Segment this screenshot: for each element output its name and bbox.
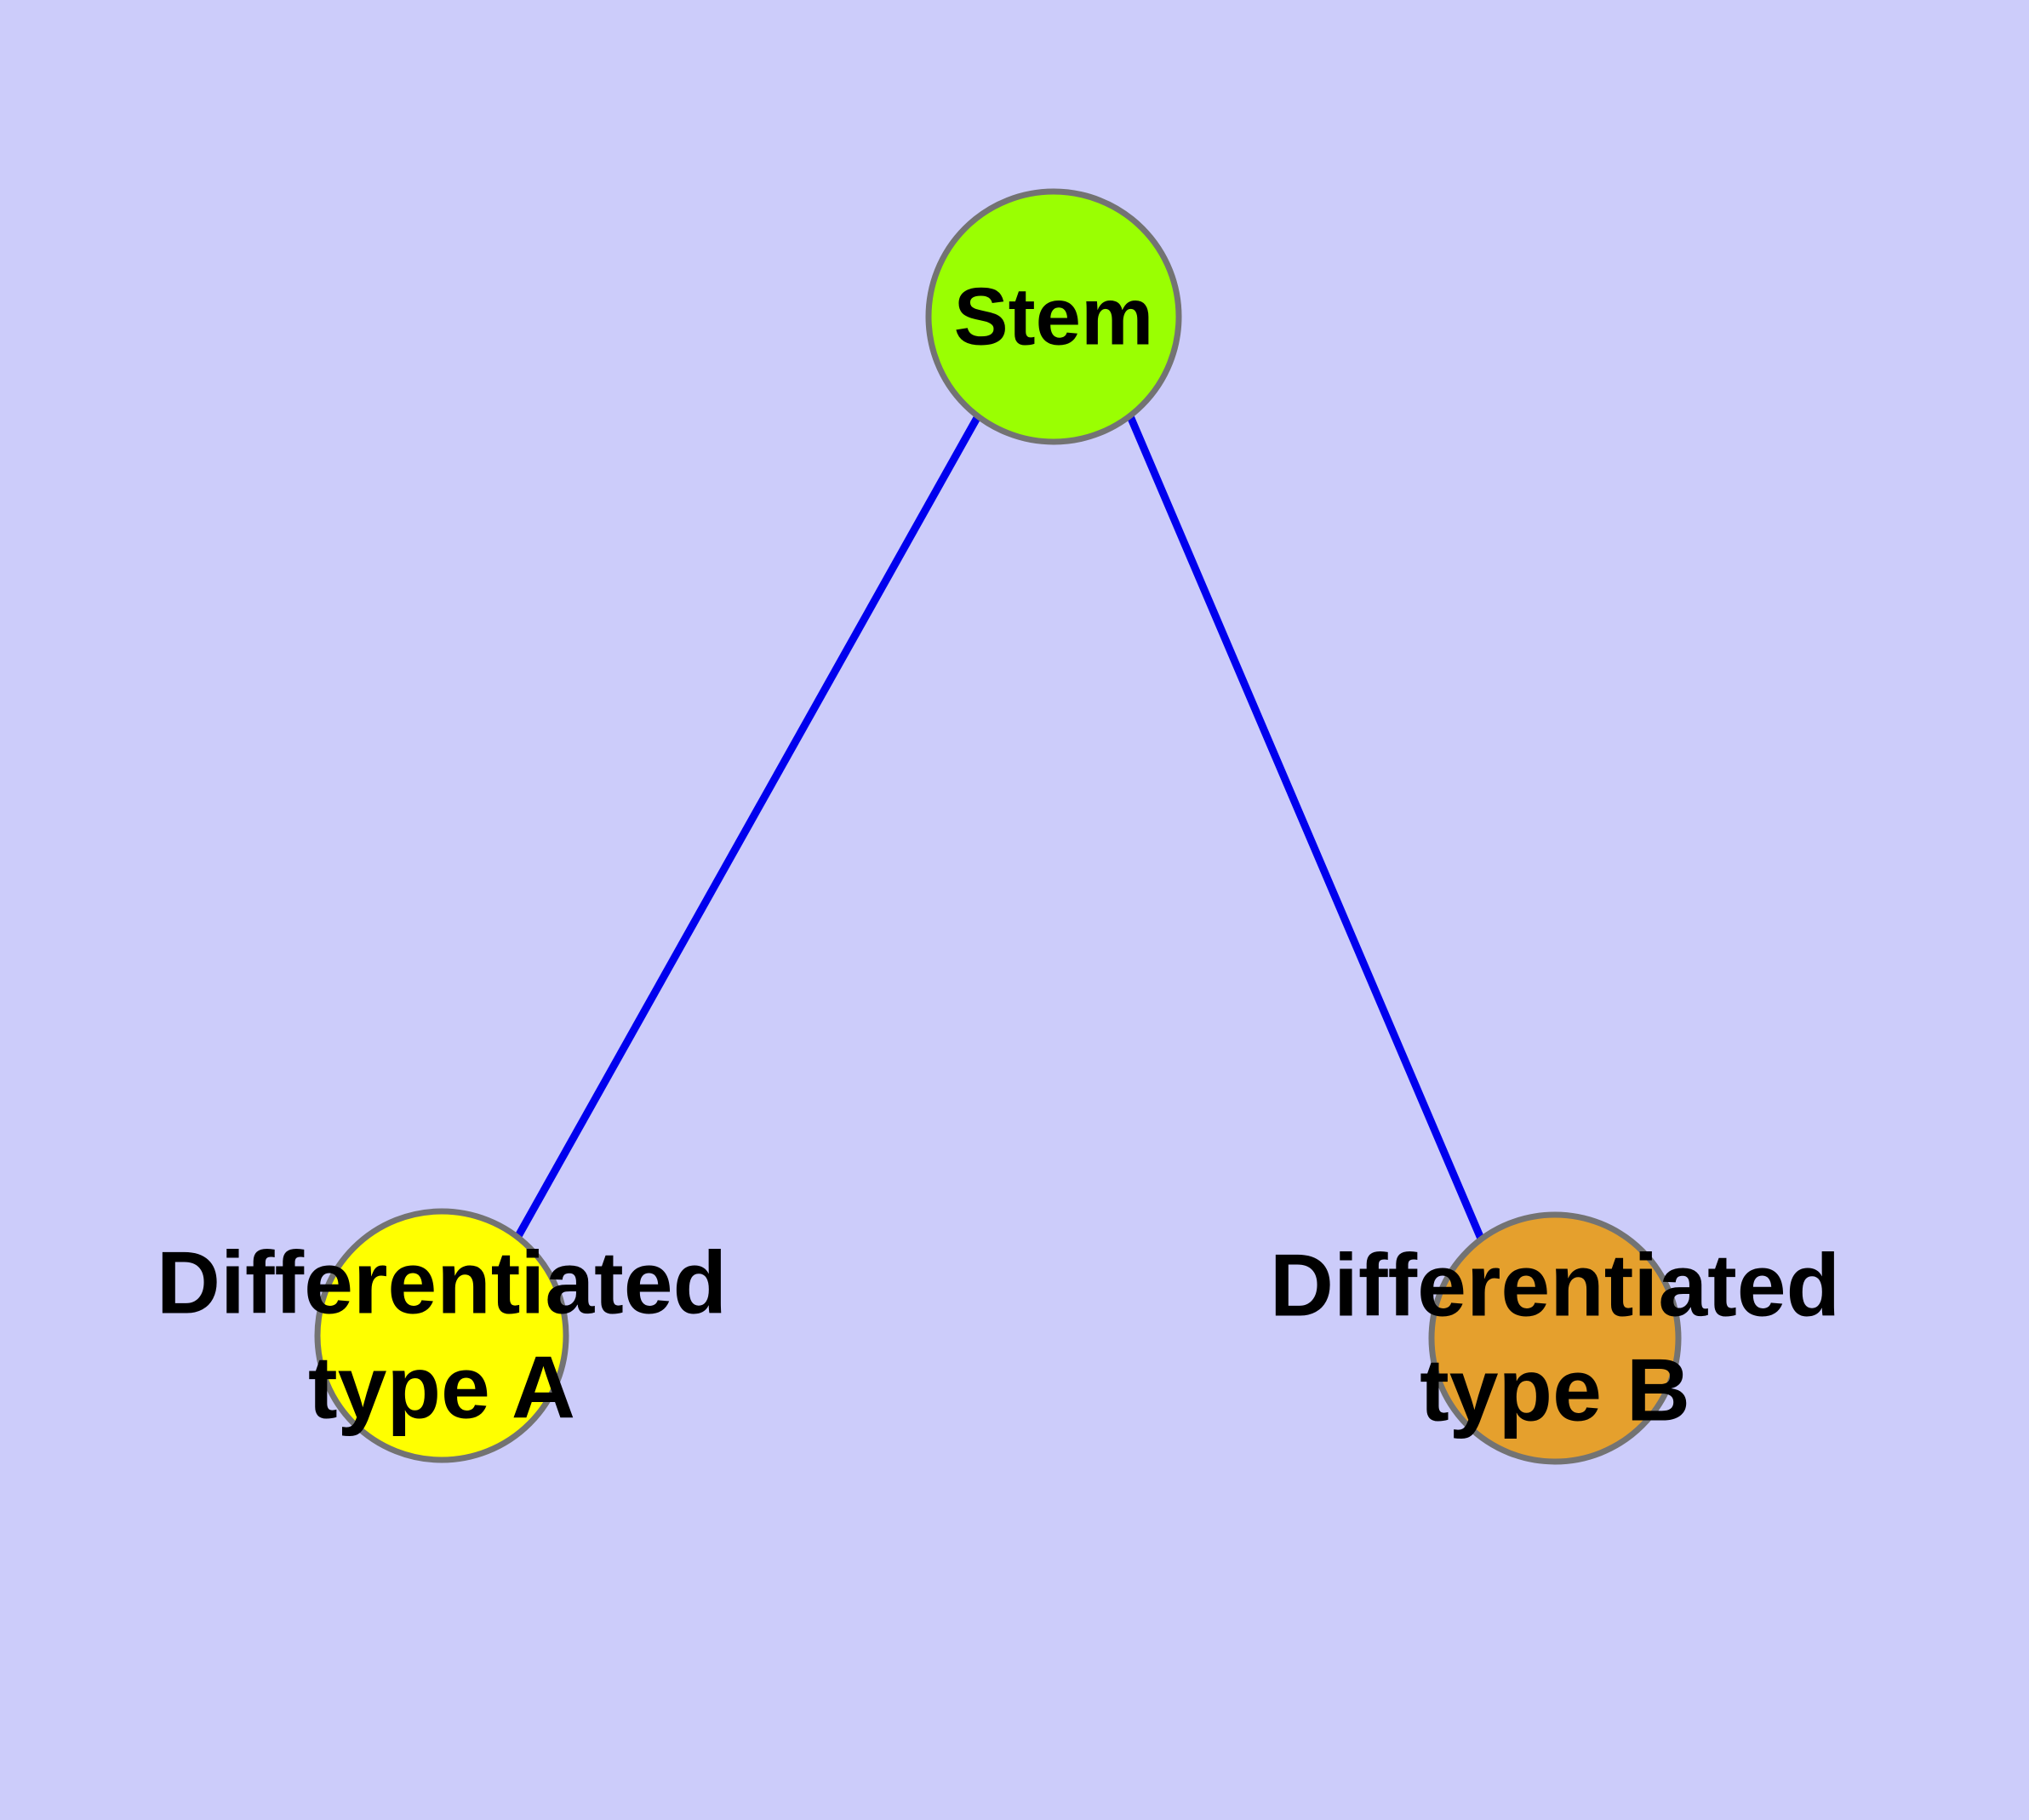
- edge-stem-to-diff-b: [1126, 415, 1485, 1240]
- node-diff-a[interactable]: [314, 1208, 569, 1463]
- node-diff-b[interactable]: [1428, 1211, 1682, 1465]
- node-stem[interactable]: [925, 188, 1182, 445]
- edge-layer: [515, 414, 1485, 1240]
- node-layer: [314, 188, 1682, 1465]
- edge-stem-to-diff-a: [515, 414, 981, 1239]
